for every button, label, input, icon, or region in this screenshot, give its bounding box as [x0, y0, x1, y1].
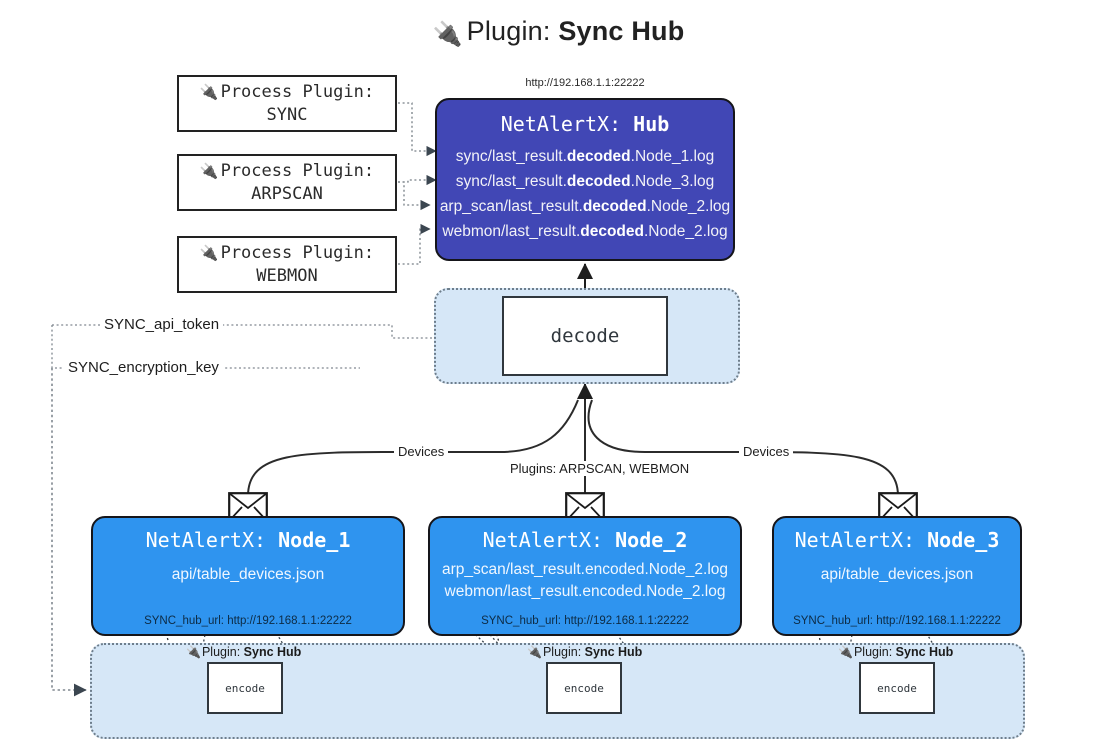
edge-label-plugins: Plugins: ARPSCAN, WEBMON	[506, 461, 694, 476]
process-plugin-sync-line2: SYNC	[266, 104, 308, 125]
hub-url-label: http://192.168.1.1:22222	[525, 77, 645, 89]
edge-label-devices-left: Devices	[394, 444, 449, 459]
plug-icon: 🔌	[527, 645, 542, 659]
node-box-node-1[interactable]: NetAlertX: Node_1 api/table_devices.json…	[91, 516, 405, 636]
process-plugin-arpscan-line1: 🔌Process Plugin:	[199, 160, 375, 181]
plug-icon: 🔌	[432, 21, 463, 48]
hub-log-line: sync/last_result.decoded.Node_1.log	[455, 148, 715, 165]
hub-log-line: webmon/last_result.decoded.Node_2.log	[442, 223, 728, 241]
hub-box[interactable]: NetAlertX: Hub sync/last_result.decoded.…	[435, 98, 735, 261]
node-line: api/table_devices.json	[820, 566, 974, 583]
node-line: webmon/last_result.encoded.Node_2.log	[444, 583, 726, 600]
plug-icon: 🔌	[199, 161, 219, 180]
node-footer: SYNC_hub_url: http://192.168.1.1:22222	[481, 615, 689, 627]
node-title: NetAlertX: Node_3	[794, 528, 1000, 552]
plug-icon: 🔌	[186, 645, 201, 659]
process-plugin-webmon-box[interactable]: 🔌Process Plugin: WEBMON	[177, 236, 397, 293]
encode-caption-node-1: 🔌Plugin: Sync Hub	[186, 645, 302, 659]
hub-title: NetAlertX: Hub	[500, 112, 670, 136]
decode-box[interactable]: decode	[502, 296, 668, 376]
plug-icon: 🔌	[838, 645, 853, 659]
encode-box-node-2[interactable]: encode	[546, 662, 622, 714]
plug-icon: 🔌	[199, 82, 219, 101]
page-title-prefix: Plugin:	[466, 16, 551, 46]
node-line: api/table_devices.json	[171, 566, 325, 583]
process-plugin-sync-line1: 🔌Process Plugin:	[199, 81, 375, 102]
encode-box-node-1[interactable]: encode	[207, 662, 283, 714]
plug-icon: 🔌	[199, 243, 219, 262]
node-box-node-2[interactable]: NetAlertX: Node_2 arp_scan/last_result.e…	[428, 516, 742, 636]
process-plugin-arpscan-line2: ARPSCAN	[251, 183, 323, 204]
process-plugin-webmon-line1: 🔌Process Plugin:	[199, 242, 375, 263]
sync-api-token-label: SYNC_api_token	[100, 316, 224, 333]
hub-log-line: sync/last_result.decoded.Node_3.log	[455, 173, 715, 191]
node-line: arp_scan/last_result.encoded.Node_2.log	[441, 561, 729, 578]
hub-log-line: arp_scan/last_result.decoded.Node_2.log	[439, 198, 731, 216]
node-box-node-3[interactable]: NetAlertX: Node_3 api/table_devices.json…	[772, 516, 1022, 636]
sync-encryption-key-label: SYNC_encryption_key	[64, 359, 223, 376]
encode-caption-node-2: 🔌Plugin: Sync Hub	[527, 645, 643, 659]
encode-caption-node-3: 🔌Plugin: Sync Hub	[838, 645, 954, 659]
page-title-name: Sync Hub	[558, 16, 685, 46]
process-plugin-arpscan-box[interactable]: 🔌Process Plugin: ARPSCAN	[177, 154, 397, 211]
node-footer: SYNC_hub_url: http://192.168.1.1:22222	[793, 615, 1001, 627]
edge-label-devices-right: Devices	[739, 444, 794, 459]
node-footer: SYNC_hub_url: http://192.168.1.1:22222	[144, 615, 352, 627]
page-title: 🔌Plugin: Sync Hub	[0, 16, 1117, 49]
node-title: NetAlertX: Node_1	[145, 528, 351, 552]
process-plugin-sync-box[interactable]: 🔌Process Plugin: SYNC	[177, 75, 397, 132]
encode-box-node-3[interactable]: encode	[859, 662, 935, 714]
node-title: NetAlertX: Node_2	[482, 528, 688, 552]
process-plugin-webmon-line2: WEBMON	[256, 265, 318, 286]
